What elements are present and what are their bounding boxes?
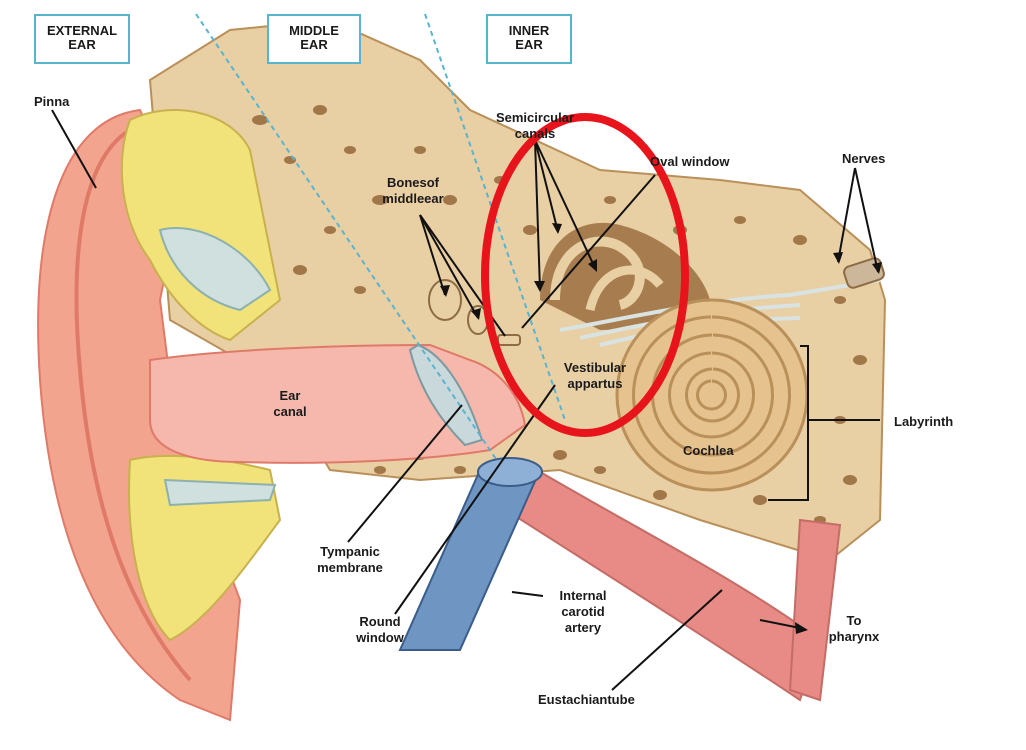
- label-round-window-line1: Round: [359, 614, 401, 629]
- label-vestibular-apparatus: Vestibular appartus: [550, 360, 640, 392]
- label-tympanic-membrane: Tympanic membrane: [305, 544, 395, 576]
- label-pinna: Pinna: [34, 94, 70, 109]
- carotid-artery-opening: [477, 457, 543, 487]
- label-carotid-line1: Internal: [559, 588, 607, 603]
- cartilage-plate-upper: [158, 227, 272, 312]
- label-eustachian-tube: Eustachiantube: [538, 692, 635, 707]
- region-external-line1: EXTERNAL: [46, 23, 118, 38]
- leader-arrowheads: [440, 223, 882, 320]
- label-semicircular-line1: Semicircular: [495, 110, 575, 125]
- region-inner-line2: EAR: [515, 37, 543, 52]
- label-cochlea: Cochlea: [683, 443, 734, 458]
- leader-lines: [51, 109, 880, 691]
- label-tympanic-line2: membrane: [317, 560, 383, 575]
- label-vestibular-line1: Vestibular: [563, 360, 627, 375]
- label-semicircular-canals: Semicircular canals: [490, 110, 580, 142]
- label-nerves: Nerves: [842, 151, 886, 166]
- highlight-circle: [481, 113, 689, 437]
- label-labyrinth: Labyrinth: [894, 414, 954, 429]
- pharynx-arrow: [759, 619, 808, 634]
- region-external-ear: EXTERNAL EAR: [34, 14, 130, 64]
- label-semicircular-line2: canals: [514, 126, 556, 141]
- region-inner-ear: INNER EAR: [486, 14, 572, 64]
- label-ear-canal-line1: Ear: [279, 388, 301, 403]
- label-carotid-line3: artery: [564, 620, 602, 635]
- label-ear-canal-line2: canal: [273, 404, 307, 419]
- label-pharynx-line1: To: [846, 613, 862, 628]
- label-bones-line1: Bonesof: [387, 175, 439, 190]
- label-bones-of-middle-ear: Bonesof middleear: [368, 175, 458, 207]
- label-ear-canal: Ear canal: [265, 388, 315, 420]
- semicircular-canal: [550, 236, 645, 310]
- tympanic-membrane-shape: [408, 343, 484, 447]
- region-middle-line1: MIDDLE: [289, 23, 339, 38]
- region-middle-line2: EAR: [300, 37, 328, 52]
- region-external-line2: EAR: [68, 37, 96, 52]
- cochlea-shape: [615, 298, 809, 492]
- cartilage-plate-lower: [163, 478, 277, 507]
- label-carotid-line2: carotid: [561, 604, 605, 619]
- eustachian-tube-shape: [488, 458, 822, 702]
- label-vestibular-line2: appartus: [567, 376, 623, 391]
- region-middle-ear: MIDDLE EAR: [267, 14, 361, 64]
- carotid-artery-shape: [398, 469, 542, 651]
- label-round-window-line2: window: [356, 630, 404, 645]
- label-tympanic-line1: Tympanic: [320, 544, 380, 559]
- label-to-pharynx: To pharynx: [814, 613, 894, 645]
- label-bones-line2: middleear: [382, 191, 444, 206]
- divider-external-middle: [195, 13, 499, 463]
- eustachian-tube-band: [788, 518, 842, 702]
- region-inner-line1: INNER: [508, 23, 550, 38]
- label-internal-carotid-artery: Internal carotid artery: [548, 588, 618, 636]
- semicircular-canal-2: [585, 265, 664, 312]
- label-pharynx-line2: pharynx: [828, 629, 880, 644]
- label-oval-window: Oval window: [650, 154, 730, 169]
- label-round-window: Round window: [345, 614, 415, 646]
